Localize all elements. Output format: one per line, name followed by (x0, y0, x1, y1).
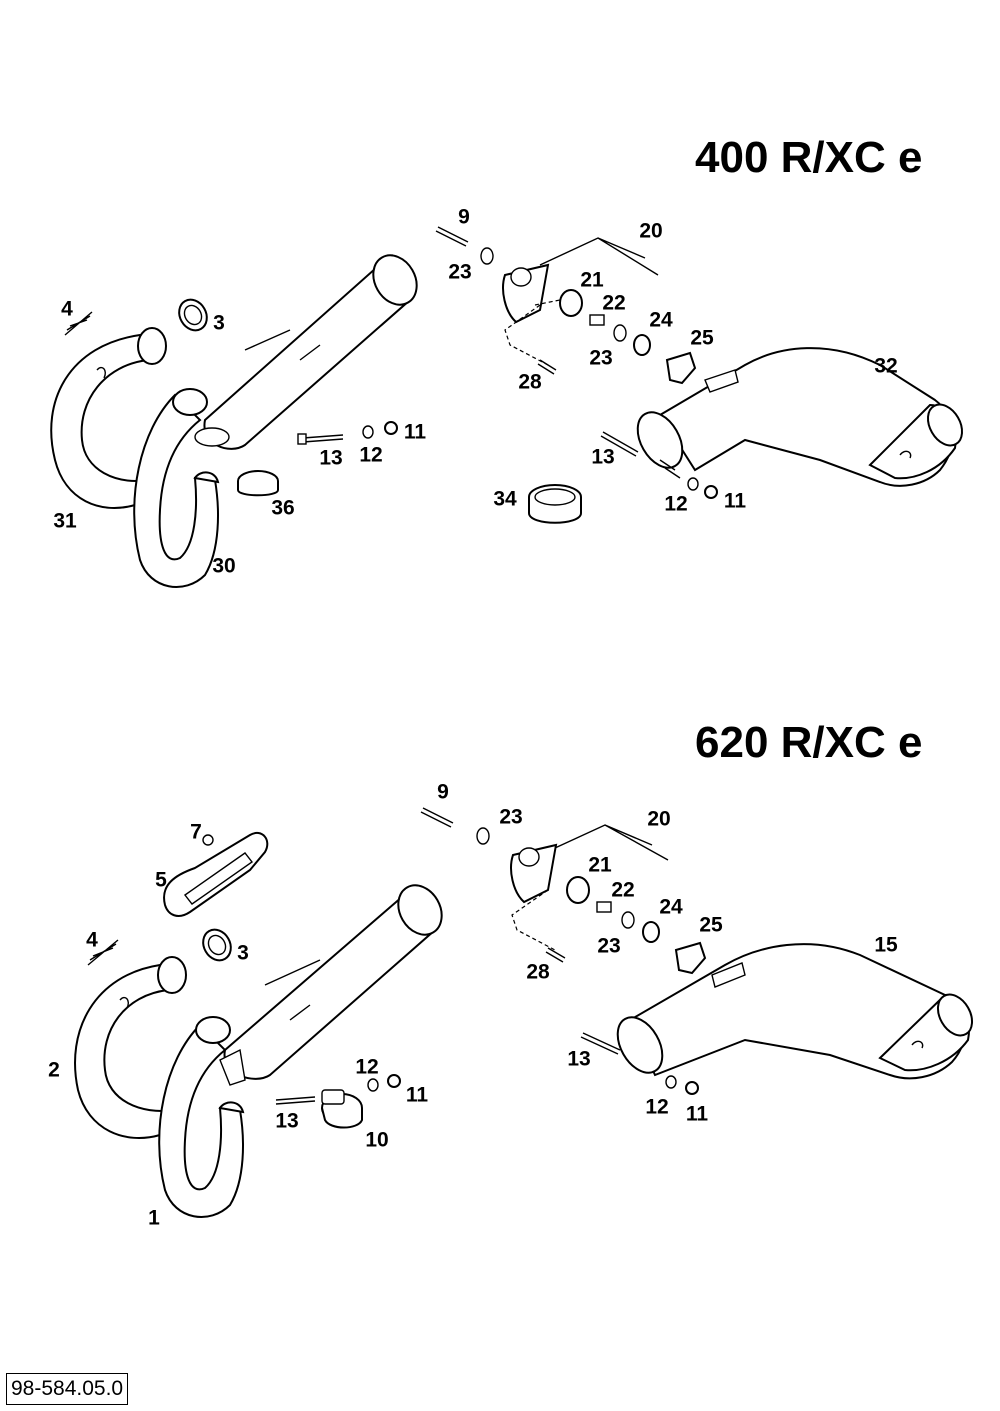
part-label: 11 (403, 420, 427, 444)
part-label: 10 (365, 1128, 389, 1152)
washer-12-bottom-left (367, 1078, 379, 1092)
part-label: 32 (874, 354, 898, 378)
screw-7 (202, 834, 214, 846)
part-label: 13 (319, 446, 343, 470)
part-label: 31 (53, 509, 77, 533)
part-label: 5 (155, 868, 167, 892)
part-label: 34 (493, 487, 517, 511)
part-label: 12 (359, 443, 383, 467)
part-label: 9 (458, 205, 470, 229)
washer-12-right (687, 477, 699, 491)
screw-28-bottom (545, 947, 566, 963)
document-number: 98-584.05.0 (6, 1373, 129, 1405)
part-label: 28 (526, 960, 550, 984)
part-label: 22 (611, 878, 635, 902)
bolt-9-bottom (420, 807, 454, 828)
nut-11-left (384, 421, 398, 435)
part-label: 7 (190, 820, 202, 844)
assembly-400 (50, 226, 964, 588)
part-label: 3 (213, 311, 225, 335)
part-label: 4 (61, 297, 73, 321)
clamp-3-bottom (202, 928, 232, 962)
part-label: 13 (275, 1109, 299, 1133)
washer-23-top-b (613, 324, 627, 342)
nut-11-bottom-right (685, 1081, 699, 1095)
washer-12-left (362, 425, 374, 439)
silencer-15 (616, 943, 974, 1080)
washer-24-top (633, 334, 651, 356)
part-label: 3 (237, 941, 249, 965)
mid-silencer-pipe-bottom (219, 884, 443, 1086)
rubber-21-bottom (566, 876, 590, 904)
bolt-9-top (435, 226, 469, 247)
washer-23-top (480, 247, 494, 265)
bracket-top (502, 263, 550, 324)
part-label: 25 (699, 913, 723, 937)
part-label: 22 (602, 291, 626, 315)
part-label: 15 (874, 933, 898, 957)
sleeve-22-top (589, 314, 605, 326)
part-label: 21 (588, 853, 612, 877)
part-label: 23 (448, 260, 472, 284)
part-label: 20 (647, 807, 671, 831)
washer-23-bottom (476, 827, 490, 845)
part-label: 13 (591, 445, 615, 469)
part-label: 36 (271, 496, 295, 520)
part-label: 4 (86, 928, 98, 952)
part-label: 25 (690, 326, 714, 350)
part-label: 9 (437, 780, 449, 804)
ring-36 (237, 470, 279, 497)
silencer-32 (636, 347, 964, 487)
header-pipe-30 (133, 388, 220, 588)
nut-11-right (704, 485, 718, 499)
spring-4-bottom (87, 939, 119, 966)
bolt-13-left (297, 433, 344, 445)
part-label: 23 (589, 346, 613, 370)
part-label: 11 (685, 1102, 709, 1126)
washer-24-bottom (642, 921, 660, 943)
clip-25-top (665, 351, 697, 385)
part-label: 30 (212, 554, 236, 578)
part-label: 21 (580, 268, 604, 292)
ring-34 (528, 484, 582, 524)
bolt-13-bottom-left (275, 1096, 316, 1105)
part-label: 12 (664, 492, 688, 516)
assembly-620 (74, 807, 974, 1218)
heat-shield-5 (163, 832, 269, 917)
mid-silencer-pipe (194, 254, 418, 450)
part-label: 24 (649, 308, 673, 332)
part-label: 12 (355, 1055, 379, 1079)
section-title-620: 620 R/XC e (695, 718, 923, 767)
part-label: 1 (148, 1206, 160, 1230)
bolt-13-right (600, 431, 639, 457)
part-label: 11 (723, 489, 747, 513)
header-pipe-1 (158, 1016, 245, 1218)
part-label: 11 (405, 1083, 429, 1107)
clamp-3 (178, 298, 208, 332)
bolt-13-bottom-right (580, 1032, 621, 1055)
spring-4 (64, 311, 93, 336)
bracket-bottom (510, 843, 558, 904)
part-label: 28 (518, 370, 542, 394)
part-label: 23 (499, 805, 523, 829)
clamp-10 (321, 1089, 363, 1129)
part-label: 12 (645, 1095, 669, 1119)
washer-23-bottom-b (621, 911, 635, 929)
section-title-400: 400 R/XC e (695, 133, 923, 182)
part-label: 24 (659, 895, 683, 919)
nut-11-bottom-left (387, 1074, 401, 1088)
clip-25-bottom (674, 941, 707, 975)
rubber-21-top (559, 289, 583, 317)
sleeve-22-bottom (596, 901, 612, 913)
part-label: 2 (48, 1058, 60, 1082)
washer-12-bottom-right (665, 1075, 677, 1089)
part-label: 13 (567, 1047, 591, 1071)
part-label: 23 (597, 934, 621, 958)
screw-28-top (537, 359, 557, 375)
part-label: 20 (639, 219, 663, 243)
